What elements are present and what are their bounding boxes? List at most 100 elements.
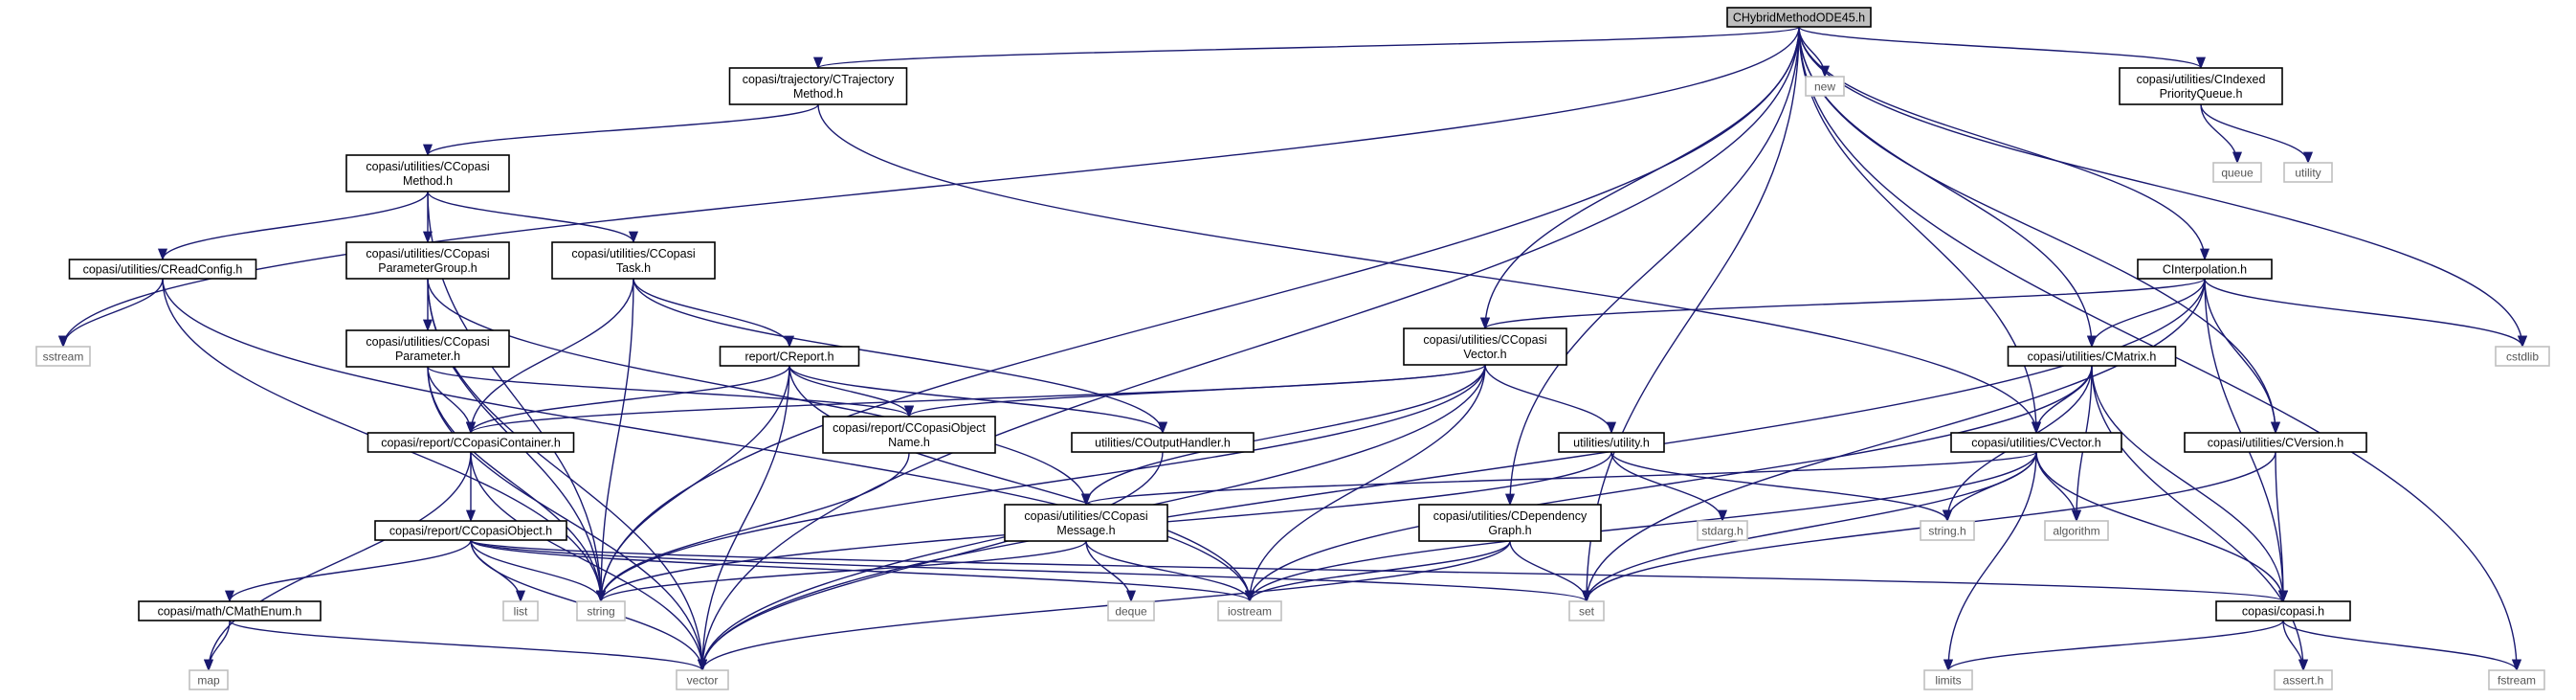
- node-cmathenum[interactable]: copasi/math/CMathEnum.h: [138, 600, 322, 621]
- node-root: CHybridMethodODE45.h: [1726, 7, 1872, 28]
- node-box: [345, 241, 510, 280]
- node-label: Method.h: [793, 87, 843, 101]
- node-vector: vector: [676, 669, 729, 690]
- edge-utilityh-to-stringh: [1610, 451, 1952, 523]
- node-creport[interactable]: report/CReport.h: [719, 346, 860, 367]
- node-fstream: fstream: [2488, 669, 2545, 690]
- edge-cvector-to-cmessage: [1081, 451, 2037, 507]
- edge-cvector-to-limits: [1943, 451, 2037, 672]
- node-box: [2488, 669, 2545, 690]
- edge-creport-to-vector: [697, 365, 790, 672]
- edge-cparamgroup-to-cmessage: [427, 278, 1091, 507]
- edge-root-to-ctraj: [813, 26, 1800, 70]
- node-label: string: [587, 605, 614, 619]
- edge-cobject-to-string: [470, 539, 606, 603]
- edge-ccvector-to-iostream: [1244, 364, 1486, 603]
- node-asserth: assert.h: [2274, 669, 2333, 690]
- node-deque: deque: [1107, 600, 1155, 621]
- node-box: [1697, 520, 1748, 541]
- node-label: CHybridMethodODE45.h: [1733, 11, 1865, 25]
- node-label: Vector.h: [1463, 348, 1506, 361]
- node-box: [1950, 432, 2122, 453]
- edge-copasih-to-fstream: [2282, 620, 2521, 672]
- node-utilityh[interactable]: utilities/utility.h: [1558, 432, 1665, 453]
- node-label: copasi/utilities/CDependency: [1433, 509, 1588, 523]
- node-iostream: iostream: [1217, 600, 1282, 621]
- node-label: PriorityQueue.h: [2160, 87, 2243, 101]
- node-cmatrix[interactable]: copasi/utilities/CMatrix.h: [2007, 346, 2177, 367]
- edge-ccvector-to-utilityh: [1484, 364, 1616, 435]
- node-box: [2495, 346, 2550, 367]
- node-box: [2044, 520, 2109, 541]
- node-cinterp[interactable]: CInterpolation.h: [2137, 259, 2273, 280]
- node-box: [189, 669, 229, 690]
- edge-ccontainer-to-vector: [470, 451, 708, 672]
- edge-root-to-vector: [698, 26, 1800, 672]
- node-cversion[interactable]: copasi/utilities/CVersion.h: [2184, 432, 2367, 453]
- node-box: [35, 346, 91, 367]
- node-box: [2119, 67, 2283, 105]
- node-ccontainer[interactable]: copasi/report/CCopasiContainer.h: [366, 432, 575, 453]
- edge-ccvector-to-cobjname: [904, 364, 1486, 418]
- edge-creadconfig-to-iostream: [162, 278, 1255, 603]
- node-label: copasi/utilities/CVersion.h: [2208, 437, 2343, 450]
- node-box: [728, 67, 908, 105]
- edge-cmatrix-to-copasih: [2091, 365, 2289, 603]
- node-label: Graph.h: [1488, 524, 1531, 537]
- node-cvector[interactable]: copasi/utilities/CVector.h: [1950, 432, 2122, 453]
- edge-cobject-to-iostream: [470, 539, 1255, 603]
- edge-copasih-to-asserth: [2282, 620, 2309, 672]
- node-label: deque: [1115, 605, 1147, 619]
- node-label: copasi/utilities/CCopasi: [1423, 333, 1546, 347]
- node-creadconfig[interactable]: copasi/utilities/CReadConfig.h: [68, 259, 257, 280]
- edge-ctask-to-creport: [633, 278, 794, 349]
- node-box: [138, 600, 322, 621]
- node-box: [2274, 669, 2333, 690]
- node-coutput[interactable]: utilities/COutputHandler.h: [1071, 432, 1255, 453]
- node-box: [2007, 346, 2177, 367]
- node-box: [1568, 600, 1605, 621]
- edge-root-to-cinterp: [1798, 26, 2210, 261]
- edge-cmessage-to-deque: [1085, 540, 1137, 603]
- node-label: vector: [687, 674, 719, 688]
- edge-root-to-set: [1581, 26, 1800, 603]
- edge-cdepgraph-to-set: [1509, 540, 1592, 603]
- node-copasih[interactable]: copasi/copasi.h: [2215, 600, 2351, 621]
- edge-cmethod-to-ctask: [427, 191, 638, 244]
- node-box: [2137, 259, 2273, 280]
- node-box: [1004, 504, 1168, 542]
- node-cobject[interactable]: copasi/report/CCopasiObject.h: [374, 520, 567, 541]
- node-box: [1726, 7, 1872, 28]
- edge-cindexed-to-queue: [2200, 103, 2243, 165]
- node-label: copasi/utilities/CMatrix.h: [2028, 350, 2157, 364]
- edge-root-to-cdepgraph: [1504, 26, 1800, 507]
- node-label: copasi/utilities/CCopasi: [1024, 509, 1147, 523]
- edge-cmatrix-to-iostream: [1245, 365, 2093, 603]
- node-queue: queue: [2212, 162, 2262, 183]
- node-box: [576, 600, 626, 621]
- edge-cversion-to-copasih: [2275, 451, 2289, 603]
- edge-cdepgraph-to-vector: [698, 540, 1511, 672]
- node-algorithm: algorithm: [2044, 520, 2109, 541]
- node-list: list: [502, 600, 539, 621]
- node-box: [1418, 504, 1602, 542]
- node-set: set: [1568, 600, 1605, 621]
- edge-cparameter-to-cobjname: [427, 366, 914, 418]
- edge-creport-to-ccontainer: [466, 365, 790, 435]
- node-label: copasi/utilities/CIndexed: [2137, 73, 2266, 86]
- node-limits: limits: [1923, 669, 1973, 690]
- node-label: copasi/utilities/CCopasi: [366, 247, 489, 260]
- node-cstdlib: cstdlib: [2495, 346, 2550, 367]
- node-label: copasi/utilities/CCopasi: [366, 160, 489, 173]
- edge-root-to-sstream: [58, 26, 1800, 349]
